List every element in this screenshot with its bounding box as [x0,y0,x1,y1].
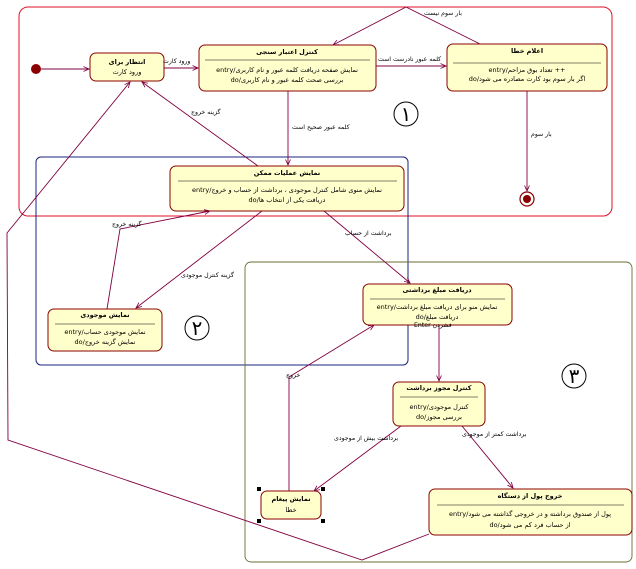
state-cash-out-do: do/از حساب فرد کم می شود [489,521,570,529]
state-show-error-subtitle: خطا [285,506,296,514]
state-show-operations-do: do/دریافت یکی از انتخاب ها [249,196,326,204]
state-check-permit-do: do/بررسی مجوز [416,413,462,421]
label-card-entry: ورود کارت [163,58,190,65]
label-balance-option: گزینه کنترل موجودی [181,271,234,279]
transition-over-balance[interactable] [314,425,402,491]
region-1-number: ۱ [401,102,412,126]
state-show-operations-title: نمایش عملیات ممکن [254,169,320,177]
state-error[interactable]: اعلام خطا entry/تعداد بوق مزاحم ++ do/اگ… [446,43,608,92]
region-2-number-circle [184,315,210,341]
label-over-balance: برداشت بیش از موجودی [334,435,398,442]
region-2 [35,156,409,366]
selection-handle[interactable] [257,487,261,491]
transition-under-balance[interactable] [461,425,513,488]
label-under-balance: برداشت کمتر از موجودی [462,431,527,438]
label-wrong-password: کلمه عبور نادرست است [378,56,441,63]
state-show-balance-do: do/نمایش گزینه خروج [75,338,136,346]
state-show-error-title: نمایش پیغام [271,495,310,503]
state-waiting-subtitle: ورود کارت [113,68,142,76]
state-check-permit[interactable]: کنترل مجوز برداشت entry/کنترل موجودی do/… [392,381,486,427]
label-third-time: بار سوم [531,131,552,138]
region-1 [18,6,613,217]
state-show-balance-entry: entry/نمایش موجودی حساب [64,328,145,336]
state-show-operations[interactable]: نمایش عملیات ممکن entry/نمایش منوی شامل … [169,165,405,212]
selection-handle[interactable] [321,519,325,523]
state-cash-out-entry: entry/پول از صندوق برداشته و در خروجی گذ… [449,510,611,518]
label-exit-option-1: گزینه خروج [191,108,221,116]
label-correct-password: کلمه عبور صحیح است [292,124,350,131]
selection-handle[interactable] [257,519,261,523]
transition-exit-option-2[interactable] [106,211,210,310]
transition-withdraw[interactable] [323,210,410,283]
region-3 [244,261,633,563]
label-withdraw: برداشت از حساب [345,230,392,237]
state-error-do: do/اگر بار سوم بود کارت مصادره می شود [469,75,586,83]
state-check-manager-entry: entry/نمایش صفحه دریافت کلمه عبور و نام … [216,66,358,74]
region-3-number-circle [561,363,587,389]
state-receive-amount-title: دریافت مبلغ برداشتی [402,286,472,294]
region-2-number: ۲ [192,316,203,340]
state-check-manager-do: do/بررسی صحت کلمه عبور و نام کاربری [231,76,344,84]
initial-state[interactable] [31,64,41,74]
state-error-entry: entry/تعداد بوق مزاحم ++ [489,66,566,74]
state-cash-out[interactable]: خروج پول از دستگاه entry/پول از صندوق بر… [428,488,633,536]
state-check-manager-title: کنترل اعتبار سنجی [256,48,318,56]
selection-handle[interactable] [321,487,325,491]
state-check-manager[interactable]: کنترل اعتبار سنجی entry/نمایش صفحه دریاف… [198,44,377,92]
region-3-number: ۳ [569,364,580,388]
state-cash-out-title: خروج پول از دستگاه [498,492,563,500]
state-waiting-title: انتظار برای [109,58,146,66]
label-exit: خروج [286,372,300,379]
state-show-error[interactable]: نمایش پیغام خطا [257,487,325,523]
label-third-time-top: بار سوم نیست [424,10,462,17]
state-receive-amount[interactable]: دریافت مبلغ برداشتی entry/نمایش منو برای… [362,283,513,326]
label-enter-amount: Enter فشردن [414,322,452,329]
transition-balance-option[interactable] [136,210,263,308]
state-error-title: اعلام خطا [511,47,543,55]
transition-retry[interactable] [333,6,481,45]
state-check-permit-title: کنترل مجوز برداشت [406,384,471,392]
state-waiting-card[interactable]: انتظار برای ورود کارت [89,52,165,82]
state-receive-amount-do: do/دریافت مبلغ [416,313,459,321]
transition-exit-option-1[interactable] [142,82,259,167]
region-1-number-circle [393,101,419,127]
state-show-operations-entry: entry/نمایش منوی شامل کنترل موجودی ، برد… [192,186,382,194]
final-state-inner [523,195,531,203]
label-exit-option-2: گزینه خروج [112,220,142,228]
transition-back-to-waiting[interactable] [6,82,430,561]
state-show-balance-title: نمایش موجودی [80,311,129,319]
transition-exit-to-amount[interactable] [288,325,374,491]
state-check-permit-entry: entry/کنترل موجودی [410,403,470,411]
state-receive-amount-entry: entry/نمایش منو برای دریافت مبلغ برداشت [377,303,498,311]
state-show-balance[interactable]: نمایش موجودی entry/نمایش موجودی حساب do/… [47,308,163,352]
